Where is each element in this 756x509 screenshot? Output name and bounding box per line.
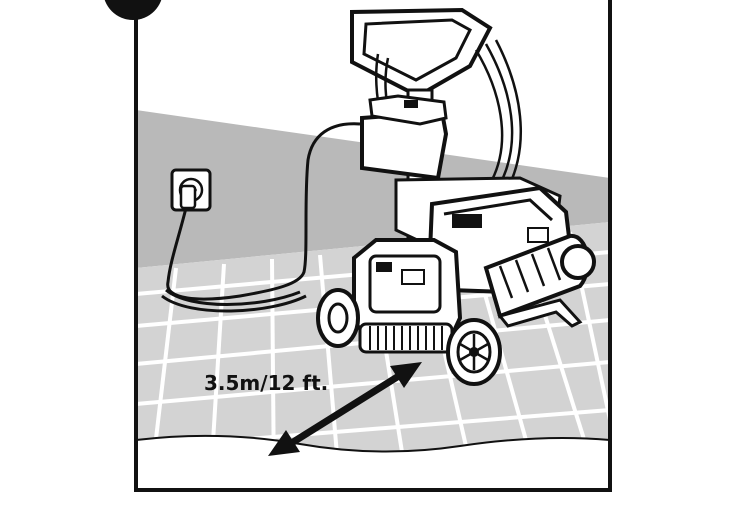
- illustration-scene: [136, 110, 610, 490]
- pool-robot-icon: [352, 185, 596, 354]
- double-arrow-icon: [268, 362, 422, 456]
- step-number-circle-icon: [104, 0, 162, 20]
- pool-water-edge: [136, 435, 610, 490]
- power-cord-icon: [161, 122, 361, 313]
- wall-socket-icon: [170, 168, 212, 212]
- pool-edge-line: [136, 434, 610, 453]
- cart-wheel-left-icon: [316, 288, 360, 348]
- distance-label: 3.5m/12 ft.: [204, 371, 328, 395]
- cart-wheel-right-icon: [446, 318, 502, 386]
- illustration-frame: [134, 0, 612, 492]
